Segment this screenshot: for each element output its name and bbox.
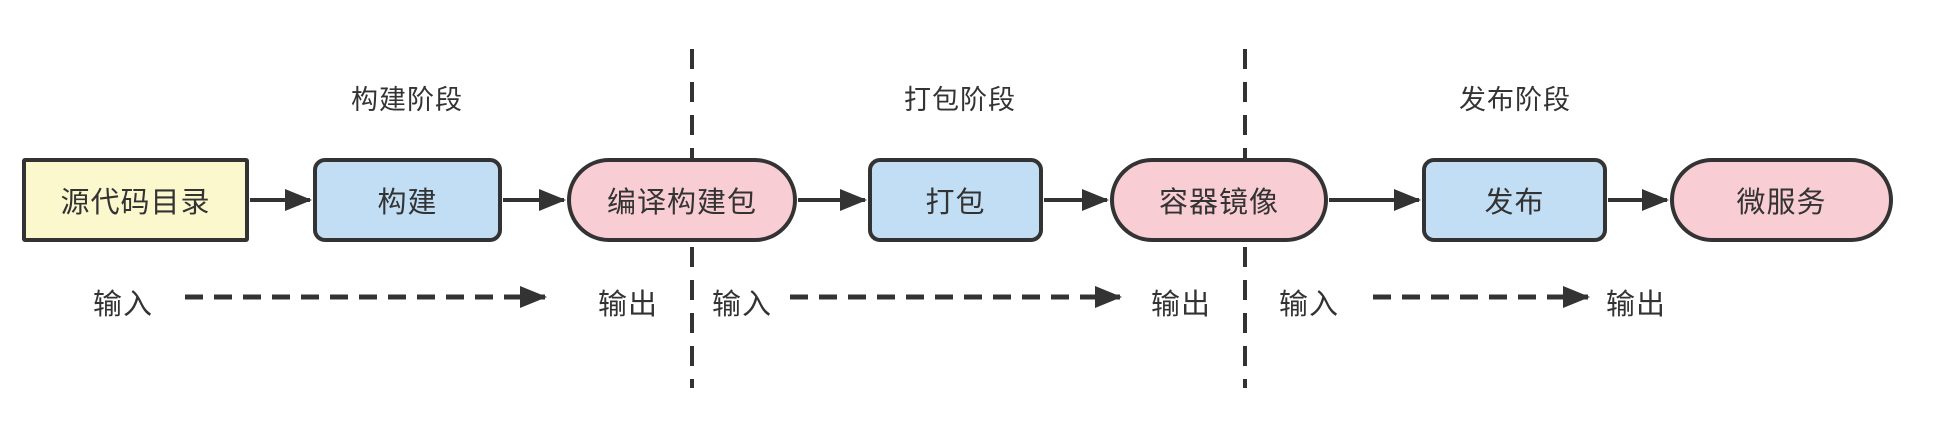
node-label: 容器镜像 (1158, 187, 1279, 219)
node-label: 构建 (377, 187, 438, 219)
node-source-directory: 源代码目录 (22, 158, 249, 242)
node-release: 发布 (1422, 158, 1607, 242)
node-container-image: 容器镜像 (1110, 158, 1328, 242)
node-microservice: 微服务 (1670, 158, 1893, 242)
node-package: 打包 (868, 158, 1043, 242)
io-label-output-1: 输出 (597, 289, 659, 321)
node-label: 打包 (925, 187, 986, 219)
node-build: 构建 (313, 158, 502, 242)
io-label-output-3: 输出 (1605, 289, 1667, 321)
node-label: 发布 (1484, 187, 1545, 219)
node-label: 编译构建包 (606, 187, 757, 219)
io-label-input-1: 输入 (92, 289, 154, 321)
phase-label-package: 打包阶段 (904, 85, 1016, 115)
phase-label-release: 发布阶段 (1459, 85, 1571, 115)
io-label-input-2: 输入 (711, 289, 773, 321)
io-label-input-3: 输入 (1278, 289, 1340, 321)
node-label: 源代码目录 (60, 187, 211, 219)
io-label-output-2: 输出 (1150, 289, 1212, 321)
phase-label-build: 构建阶段 (351, 85, 463, 115)
node-compiled-build-package: 编译构建包 (567, 158, 797, 242)
node-label: 微服务 (1736, 187, 1827, 219)
